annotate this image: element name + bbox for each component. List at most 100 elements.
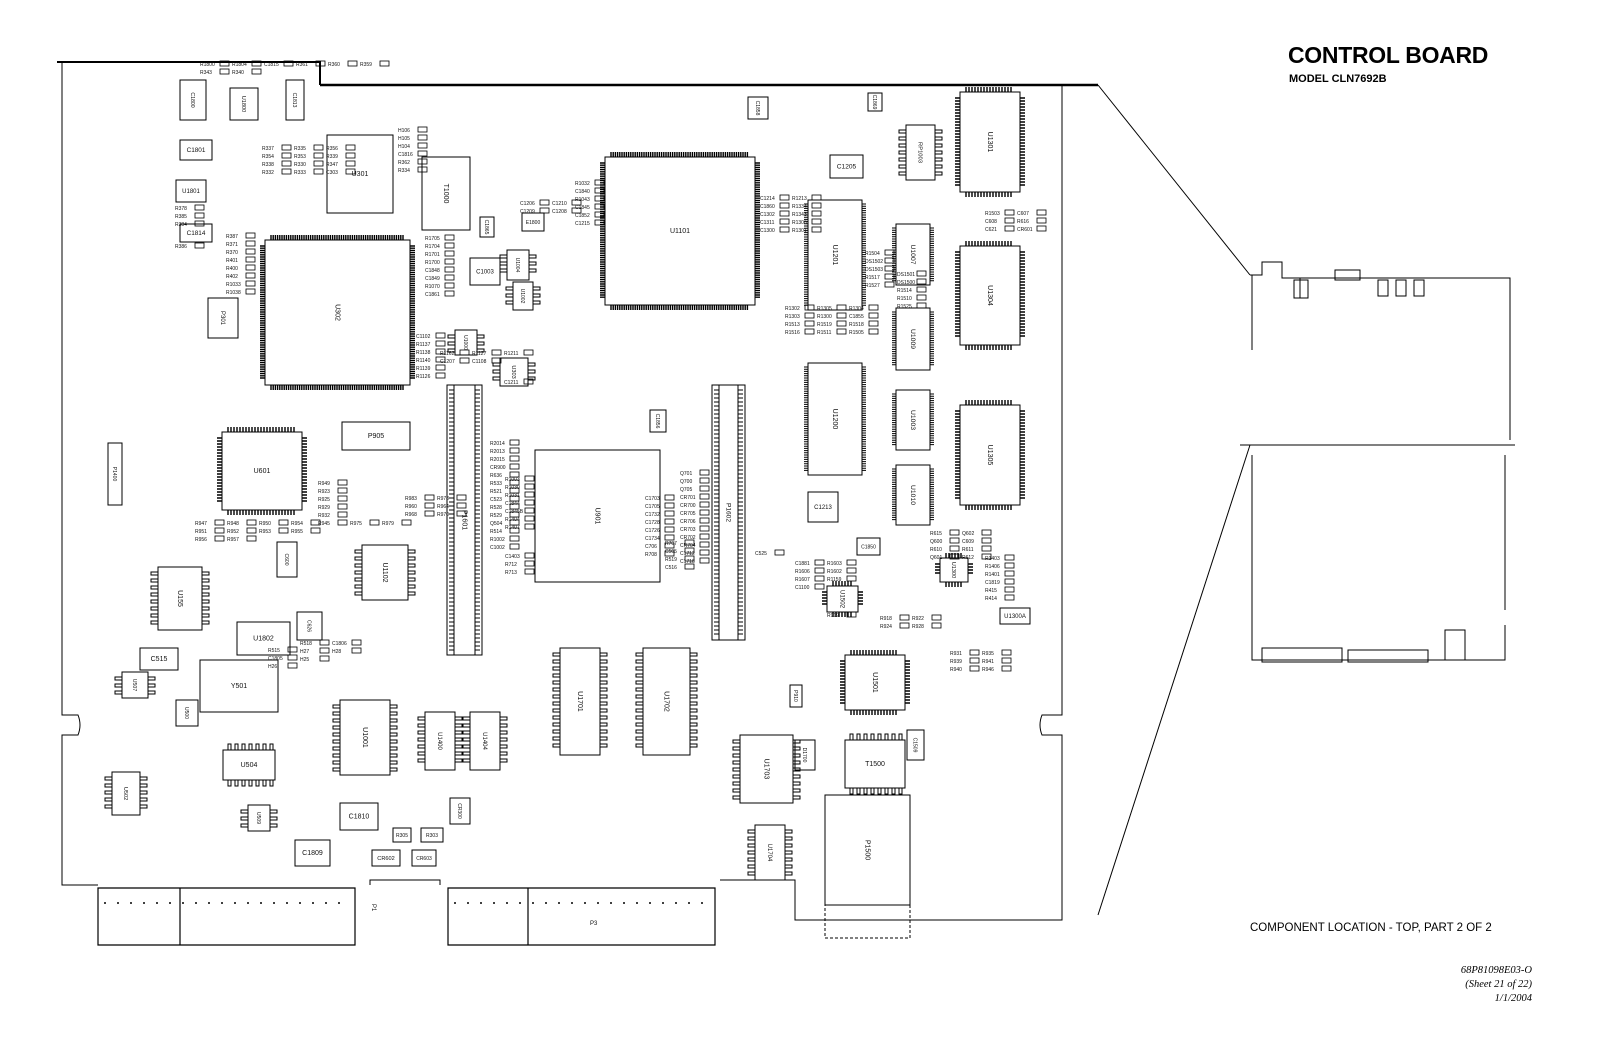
- pin-marks: [955, 400, 1025, 510]
- part-pad: [916, 294, 927, 301]
- component-body: [446, 384, 483, 656]
- part-pad: [684, 547, 695, 554]
- small-part: R332: [262, 168, 292, 176]
- small-part: R518: [300, 639, 330, 647]
- part-pad: [278, 527, 289, 534]
- component-label: R305: [396, 833, 408, 839]
- part-label: R1002: [490, 537, 505, 543]
- component-pins: [714, 385, 743, 640]
- component-u1301: U1301: [955, 87, 1025, 197]
- part-label: R956: [195, 537, 207, 543]
- small-part: R1162: [440, 349, 470, 357]
- part-label: R1302: [785, 306, 800, 312]
- part-pad: [417, 150, 428, 157]
- small-part: R1032: [575, 179, 605, 187]
- part-label: C1300: [760, 228, 775, 234]
- small-part: C1712: [680, 549, 710, 557]
- component-c1850: C1850: [856, 537, 881, 556]
- part-label: R964: [437, 504, 449, 510]
- document-date: 1/1/2004: [1494, 993, 1532, 1004]
- part-pad: [435, 356, 446, 363]
- small-part: C1845: [575, 203, 605, 211]
- part-label: R334: [398, 168, 410, 174]
- pin-marks: [955, 87, 1025, 197]
- part-pad: [811, 194, 822, 201]
- component-pins: [804, 366, 866, 471]
- part-label: C1209: [520, 209, 535, 215]
- small-part: R616: [1017, 217, 1047, 225]
- detail-part: [1377, 279, 1389, 297]
- small-part: R1602: [827, 567, 857, 575]
- part-pad: [424, 494, 435, 501]
- small-part: R402: [226, 272, 256, 280]
- pin-marks: [492, 362, 536, 381]
- pin-marks: [955, 241, 1025, 350]
- part-label: R528: [490, 505, 502, 511]
- small-part: DS1503: [865, 265, 895, 273]
- part-pad: [699, 549, 710, 556]
- component-label: U302: [334, 304, 341, 321]
- component-pins: [505, 286, 541, 305]
- small-part: C1208: [552, 207, 582, 215]
- part-pad: [931, 614, 942, 621]
- component-label: U1102: [381, 562, 388, 582]
- pin-marks: [849, 733, 903, 795]
- component-c1003: C1003: [469, 257, 501, 286]
- part-pad: [814, 575, 825, 582]
- part-pad: [684, 539, 695, 546]
- board-title: CONTROL BOARD: [1288, 42, 1489, 68]
- part-pad: [246, 535, 257, 542]
- component-p301: P301: [207, 297, 239, 339]
- component-pins: [217, 427, 307, 515]
- part-pad: [417, 126, 428, 133]
- part-label: R615: [930, 531, 942, 537]
- part-label: R386: [175, 244, 187, 250]
- small-part: CR701: [680, 493, 710, 501]
- part-pad: [313, 168, 324, 175]
- component-label: P1400: [111, 467, 117, 482]
- part-pad: [278, 519, 289, 526]
- small-part: CR900: [490, 463, 520, 471]
- part-label: R1159: [827, 577, 842, 583]
- part-pad: [417, 142, 428, 149]
- part-label: R928: [912, 624, 924, 630]
- component-pins: [354, 549, 416, 596]
- component-u1300a: U1300A: [999, 607, 1031, 625]
- small-part: Q600: [930, 537, 960, 545]
- detail-part: [1444, 629, 1466, 661]
- part-pad: [524, 483, 535, 490]
- part-label: R955: [291, 529, 303, 535]
- small-part: R1140: [416, 356, 446, 364]
- small-part: R353: [294, 152, 324, 160]
- component-label: U1800: [240, 96, 246, 112]
- part-label: R1304: [849, 306, 864, 312]
- part-label: R945: [318, 521, 330, 527]
- component-label: C1800: [189, 92, 195, 107]
- part-label: R948: [227, 521, 239, 527]
- part-label: CR702: [680, 535, 696, 541]
- component-u901: U901: [534, 449, 661, 583]
- small-part: C609: [962, 537, 992, 545]
- small-part: R360: [328, 60, 358, 68]
- part-label: R1211: [504, 351, 519, 357]
- part-pad: [251, 68, 262, 75]
- component-body: [361, 544, 409, 601]
- part-label: R931: [950, 651, 962, 657]
- part-label: R1301: [792, 228, 807, 234]
- component-body: [905, 124, 936, 181]
- small-part: C1845B: [505, 507, 535, 515]
- part-label: R950: [259, 521, 271, 527]
- small-part: H27: [300, 647, 330, 655]
- part-label: C1734: [645, 536, 660, 542]
- component-r303: R303: [420, 827, 444, 843]
- small-part: R925: [318, 495, 348, 503]
- part-label: R616: [1017, 219, 1029, 225]
- small-part: R384: [175, 220, 205, 228]
- part-pad: [836, 312, 847, 319]
- board-edge-top-left: [57, 61, 321, 85]
- component-cr602: CR602: [371, 849, 401, 867]
- small-part: R712: [505, 560, 535, 568]
- small-part: C1881: [795, 559, 825, 567]
- pin-marks: [892, 311, 934, 366]
- component-label: C600: [283, 554, 289, 566]
